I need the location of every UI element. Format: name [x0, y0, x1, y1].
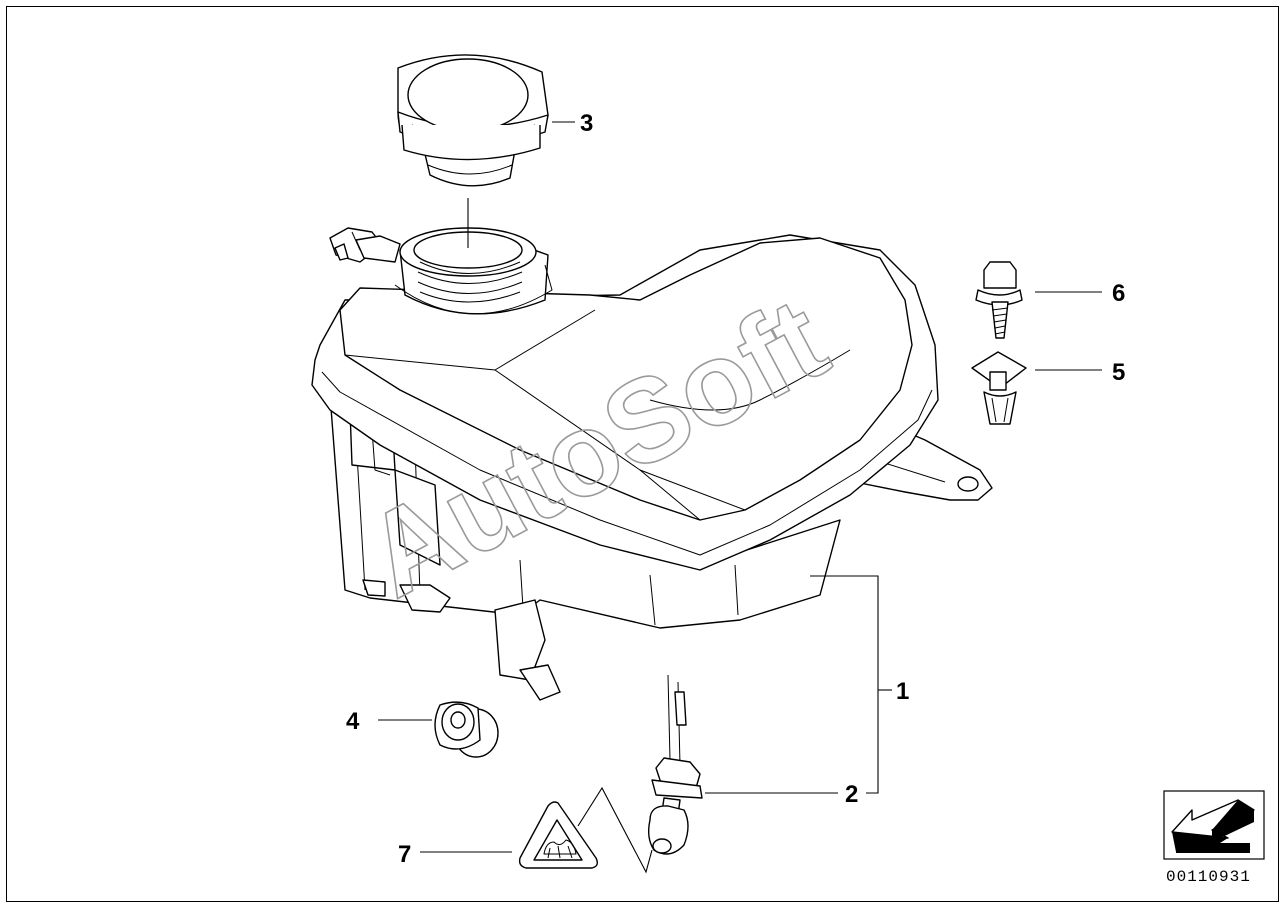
diagram-frame [6, 6, 1279, 902]
label-pointer [577, 786, 653, 874]
callout-6[interactable]: 6 [1112, 280, 1125, 307]
expansion-tank[interactable] [311, 227, 993, 701]
callout-2[interactable]: 2 [845, 781, 858, 808]
callout-1[interactable]: 1 [896, 678, 909, 705]
orientation-arrow-icon [1163, 790, 1265, 860]
callout-3[interactable]: 3 [580, 110, 593, 137]
clip-nut[interactable] [971, 351, 1027, 425]
grommet[interactable] [434, 701, 499, 758]
warning-label[interactable] [518, 801, 599, 869]
level-sensor[interactable] [647, 674, 703, 855]
hex-bolt[interactable] [975, 261, 1023, 339]
part-number: 00110931 [1166, 868, 1251, 886]
tank-leader [810, 575, 879, 794]
expansion-tank-cap[interactable] [397, 54, 549, 187]
callout-5[interactable]: 5 [1112, 359, 1125, 386]
callout-7[interactable]: 7 [398, 841, 411, 868]
callout-4[interactable]: 4 [346, 708, 360, 735]
